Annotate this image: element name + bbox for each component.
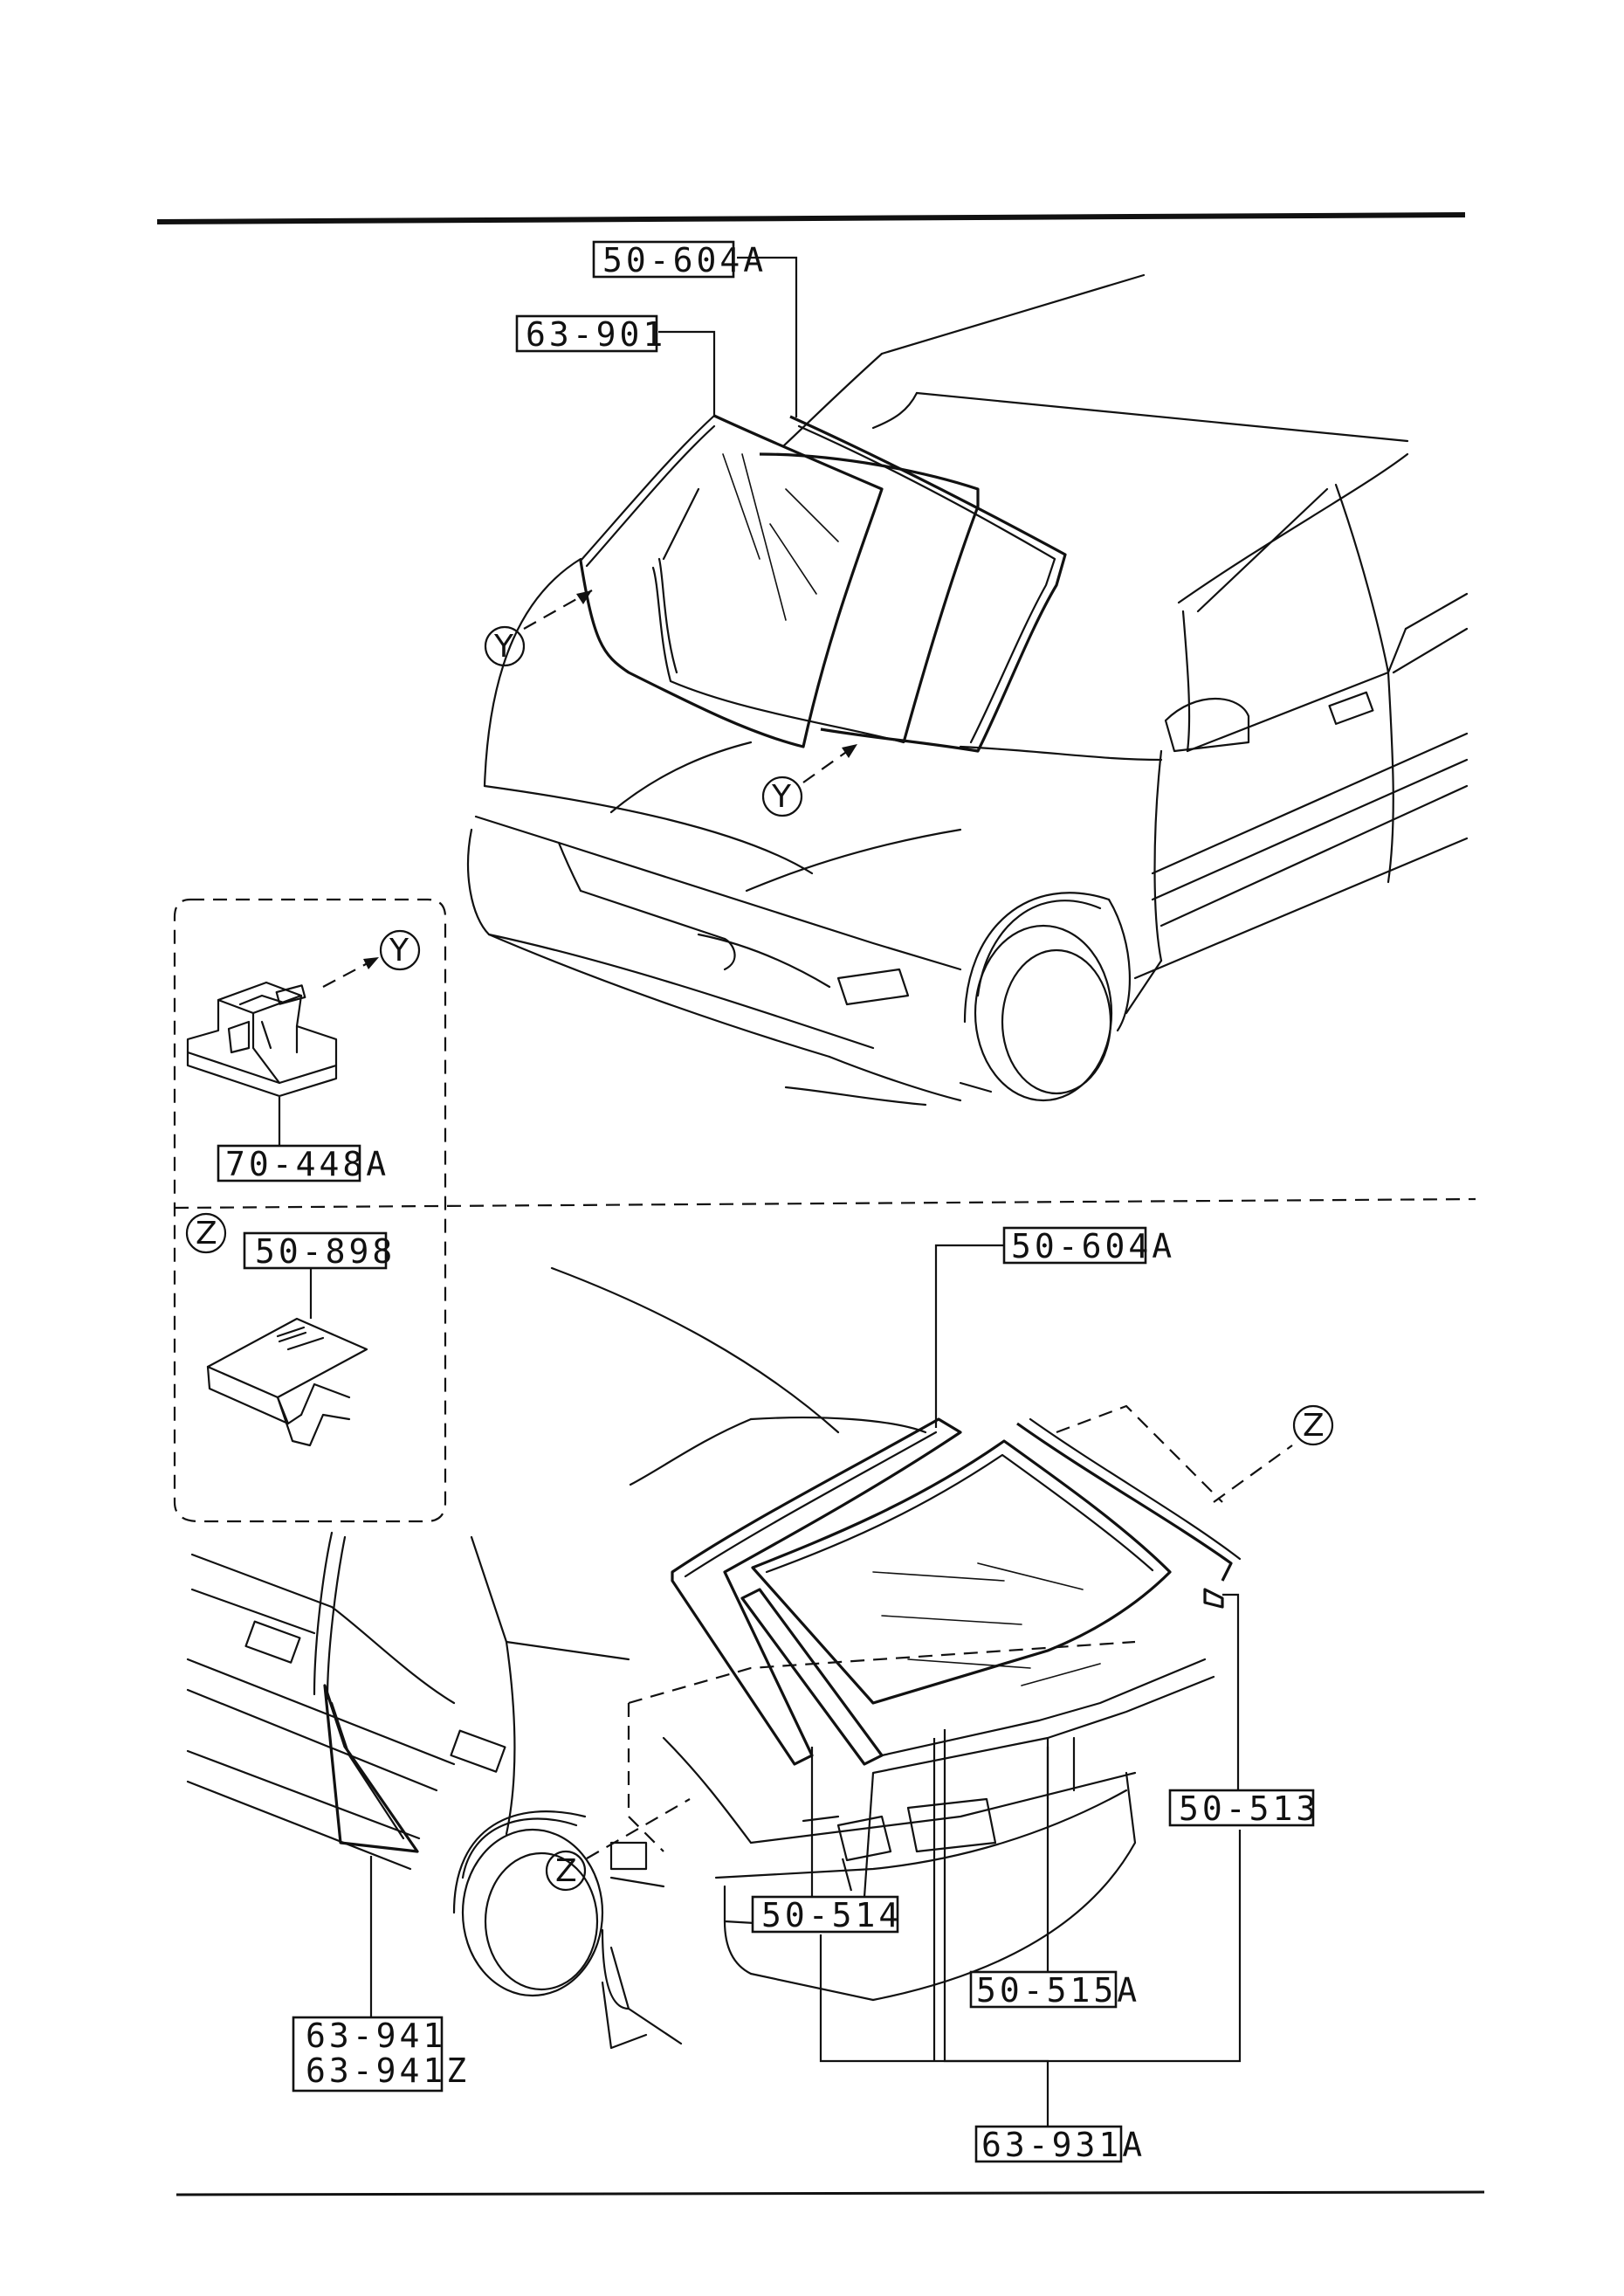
leader-side-molding-right	[1222, 1593, 1240, 1790]
callout-y-arrowhead-1	[576, 590, 592, 604]
callout-y-3: Y	[389, 933, 409, 969]
part-label-front-molding: 50-604A	[592, 240, 767, 279]
part-label-rear-window-text: 63-931A	[981, 2126, 1146, 2164]
part-label-side-molding-left: 50-514	[751, 1895, 902, 1934]
part-label-rear-molding: 50-604A	[1002, 1226, 1175, 1265]
part-label-windshield-text: 63-901	[526, 315, 666, 354]
windshield-glass	[579, 414, 884, 748]
front-car-drawing	[466, 273, 1469, 1107]
part-label-lower-molding-text: 50-515A	[976, 1971, 1140, 2010]
part-label-quarter-glass: 63-941 63-941Z	[292, 2016, 470, 2093]
part-label-clip-spacer-text: 50-898	[255, 1232, 396, 1271]
callout-y-circle-3	[379, 929, 421, 971]
windshield-molding	[651, 415, 1067, 753]
callout-z-line-3	[586, 1798, 691, 1859]
part-label-windshield: 63-901	[515, 314, 666, 354]
leader-side-arrow	[841, 1858, 853, 1892]
part-label-clip-spacer: 50-898	[243, 1231, 396, 1271]
callout-y-1: Y	[493, 629, 514, 665]
callout-y-2: Y	[771, 779, 792, 815]
rear-window-glass	[751, 1439, 1172, 1705]
clip-spacer-drawing	[206, 1317, 368, 1447]
part-label-front-molding-text: 50-604A	[602, 241, 767, 279]
callout-y-circle-2	[761, 776, 803, 817]
quarter-glass-shape	[323, 1684, 419, 1853]
callout-y-arrow-1	[523, 590, 593, 630]
callout-z-circle-1	[185, 1212, 227, 1254]
callout-z-circle-2	[1292, 1404, 1334, 1446]
leader-front-molding	[737, 256, 798, 417]
trunk-dash-outline-2	[627, 1703, 664, 1852]
part-label-side-molding-left-text: 50-514	[761, 1896, 902, 1934]
part-label-rear-window: 63-931A	[974, 2125, 1146, 2164]
callout-z-2: Z	[1303, 1408, 1325, 1444]
callout-z-line-2	[1213, 1444, 1293, 1503]
callout-z-1: Z	[196, 1216, 217, 1251]
clip-y-arrowhead	[363, 957, 379, 969]
detail-box	[173, 898, 447, 1523]
leader-windshield	[658, 330, 716, 416]
leader-side-molding-left-2	[863, 1772, 875, 1898]
rear-window-molding	[671, 1417, 1242, 1766]
part-label-rear-molding-text: 50-604A	[1011, 1227, 1175, 1265]
rear-car-drawing	[186, 1266, 1137, 2050]
side-molding-left	[740, 1588, 1215, 1775]
callout-y-circle-1	[484, 625, 526, 667]
part-label-clip-fastener-text: 70-448A	[225, 1145, 389, 1183]
section-divider	[174, 1197, 1476, 1210]
callout-y-arrowhead-2	[842, 744, 857, 758]
callout-z-3: Z	[555, 1853, 577, 1889]
part-label-quarter-glass-alt-text: 63-941Z	[306, 2051, 470, 2090]
leader-rear-window-bracket	[819, 1830, 1242, 2063]
leader-rear-window	[943, 1729, 1049, 2127]
part-label-clip-fastener: 70-448A	[217, 1144, 389, 1183]
part-label-lower-molding: 50-515A	[969, 1970, 1140, 2010]
bottom-rule	[175, 2190, 1485, 2196]
callout-z-circle-3	[545, 1850, 587, 1892]
top-rule	[156, 212, 1466, 224]
trunk-dash-outline	[628, 1640, 1136, 1705]
part-label-quarter-glass-text: 63-941	[306, 2017, 446, 2055]
part-label-side-molding-right-text: 50-513	[1179, 1789, 1319, 1828]
leader-rear-molding	[934, 1244, 1004, 1428]
part-label-side-molding-right: 50-513	[1168, 1789, 1319, 1828]
side-molding-right	[1203, 1588, 1224, 1609]
clip-fastener-drawing	[186, 981, 338, 1098]
